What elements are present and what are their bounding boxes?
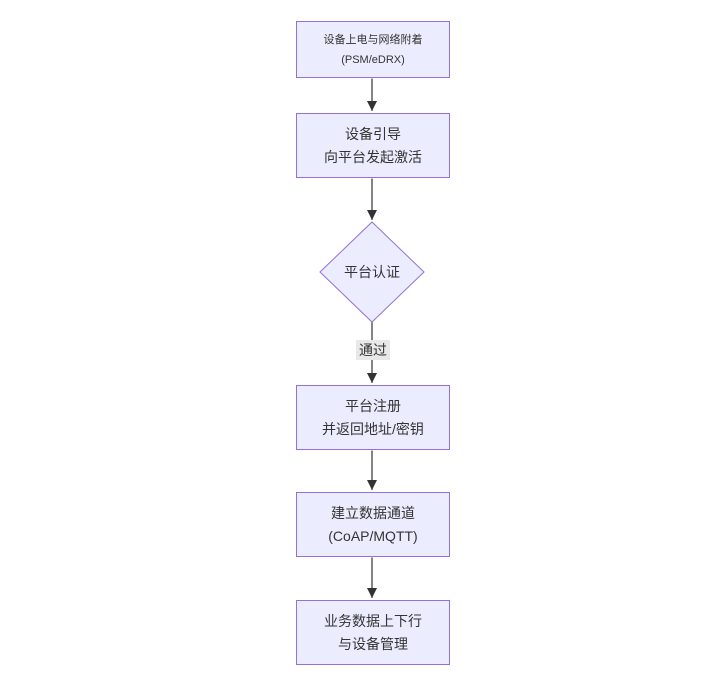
node-label-line: 并返回地址/密钥 bbox=[322, 420, 424, 437]
edge-label-pass: 通过 bbox=[356, 340, 390, 360]
node-label-line: (PSM/eDRX) bbox=[341, 53, 405, 66]
node-power-attach: 设备上电与网络附着 (PSM/eDRX) bbox=[296, 21, 450, 78]
node-data-channel: 建立数据通道 (CoAP/MQTT) bbox=[296, 492, 450, 557]
node-business-data: 业务数据上下行 与设备管理 bbox=[296, 600, 450, 665]
node-label-line: 与设备管理 bbox=[338, 635, 408, 652]
node-platform-register: 平台注册 并返回地址/密钥 bbox=[296, 385, 450, 450]
node-label-line: (CoAP/MQTT) bbox=[328, 527, 418, 544]
decision-platform-auth-label: 平台认证 bbox=[344, 264, 400, 280]
node-bootstrap-activate: 设备引导 向平台发起激活 bbox=[296, 113, 450, 178]
node-label-line: 业务数据上下行 bbox=[324, 612, 422, 629]
edge-label-row: 通过 bbox=[296, 340, 450, 360]
node-label-line: 建立数据通道 bbox=[331, 504, 415, 521]
node-label-line: 设备引导 bbox=[345, 125, 401, 142]
node-label-line: 平台注册 bbox=[345, 397, 401, 414]
node-label-line: 设备上电与网络附着 bbox=[323, 33, 423, 46]
node-label-line: 向平台发起激活 bbox=[324, 148, 422, 165]
decision-diamond-shape bbox=[319, 221, 425, 323]
